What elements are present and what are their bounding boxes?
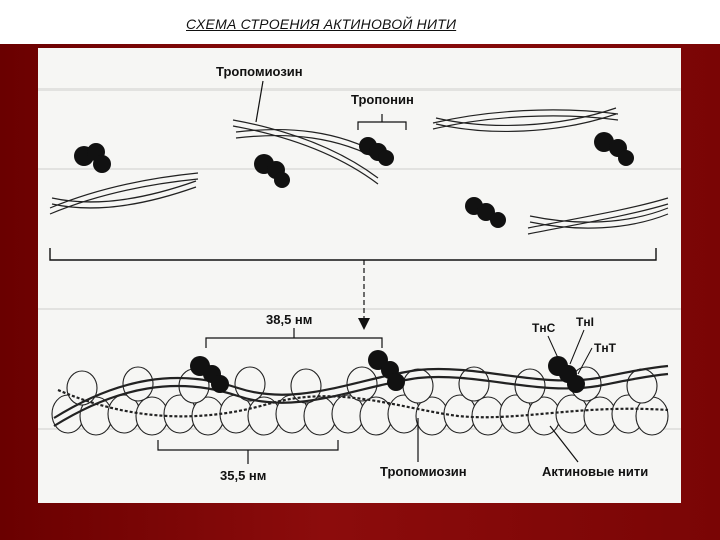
troponin-complex-1 bbox=[74, 143, 111, 173]
label-tnt: ТнТ bbox=[594, 341, 617, 355]
troponin-complex-5 bbox=[465, 197, 506, 228]
title-bar bbox=[0, 0, 720, 44]
bracket-38-5 bbox=[205, 337, 383, 348]
separator-bracket bbox=[49, 248, 657, 261]
troponin-bottom-2 bbox=[368, 350, 405, 391]
bracket-35-5 bbox=[157, 440, 339, 451]
leader-actin-filaments bbox=[549, 425, 579, 463]
troponin-bottom-1 bbox=[190, 356, 229, 393]
slide-title: СХЕМА СТРОЕНИЯ АКТИНОВОЙ НИТИ bbox=[186, 16, 457, 32]
diagram-svg: Тропомиозин Тропонин bbox=[38, 64, 681, 483]
tropomyosin-strand-1 bbox=[49, 172, 199, 215]
label-troponin-top: Тропонин bbox=[351, 92, 414, 107]
arrow-head bbox=[358, 318, 370, 330]
troponin-complex-3 bbox=[359, 137, 394, 166]
background-ghost bbox=[38, 88, 681, 430]
tropomyosin-strand-3 bbox=[432, 107, 619, 132]
label-tnc: ТнС bbox=[532, 321, 556, 335]
troponin-complex-2 bbox=[254, 154, 290, 188]
troponin-bottom-3 bbox=[548, 356, 585, 393]
actin-filament-diagram: Тропомиозин Тропонин bbox=[38, 48, 681, 503]
leader-tnt bbox=[577, 347, 593, 375]
tropomyosin-strand-2 bbox=[232, 119, 384, 185]
bracket-troponin bbox=[357, 114, 407, 130]
label-distance-upper: 38,5 нм bbox=[266, 312, 312, 327]
label-tni: ТнI bbox=[576, 315, 594, 329]
label-tropomyosin-top: Тропомиозин bbox=[216, 64, 303, 79]
leader-tni bbox=[569, 329, 585, 365]
label-distance-lower: 35,5 нм bbox=[220, 468, 266, 483]
leader-tropomyosin-top bbox=[255, 80, 264, 123]
troponin-complex-4 bbox=[594, 132, 634, 166]
label-actin-filaments: Актиновые нити bbox=[542, 464, 648, 479]
label-tropomyosin-bottom: Тропомиозин bbox=[380, 464, 467, 479]
leader-tnc bbox=[547, 335, 559, 359]
tropomyosin-strand-4 bbox=[527, 197, 669, 235]
